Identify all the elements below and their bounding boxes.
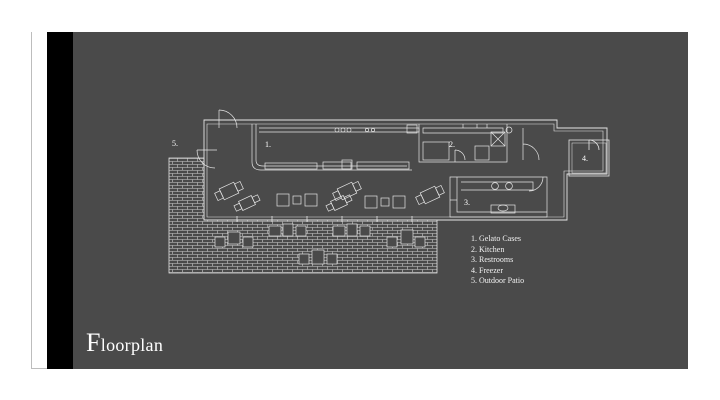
legend-item: 4. Freezer	[471, 265, 503, 275]
slide-title-initial: F	[86, 328, 101, 357]
page-margin-line-bottom	[31, 368, 47, 369]
indoor-tables	[214, 180, 445, 212]
patio-tables	[214, 223, 426, 265]
freezer	[568, 139, 610, 177]
slide-title: Floorplan	[86, 328, 163, 358]
label-restrooms: 3.	[464, 198, 470, 207]
floorplan-drawing: 5. 1. 2. 3. 4.	[168, 109, 610, 274]
entry-door	[196, 109, 238, 169]
label-freezer: 4.	[582, 154, 588, 163]
restrooms	[449, 176, 548, 218]
slide-title-rest: loorplan	[100, 335, 164, 355]
legend-item: 3. Restrooms	[471, 255, 514, 264]
gelato-case-counter	[251, 124, 412, 171]
legend-item: 2. Kitchen	[471, 244, 505, 254]
label-kitchen: 2.	[449, 140, 455, 149]
label-gelato-cases: 1.	[265, 140, 271, 149]
patio-railing	[204, 216, 437, 222]
legend-item: 5. Outdoor Patio	[471, 276, 525, 285]
slide: 5. 1. 2. 3. 4. 1. Gelato Cases 2. Kitche…	[47, 32, 688, 369]
page-margin-line	[31, 32, 32, 369]
back-counter	[259, 124, 420, 134]
legend-item: 1. Gelato Cases	[471, 234, 521, 243]
floorplan-legend: 1. Gelato Cases 2. Kitchen 3. Restrooms …	[471, 234, 524, 287]
label-outdoor-patio: 5.	[172, 139, 178, 148]
slide-side-band	[47, 32, 73, 369]
kitchen	[418, 124, 540, 163]
